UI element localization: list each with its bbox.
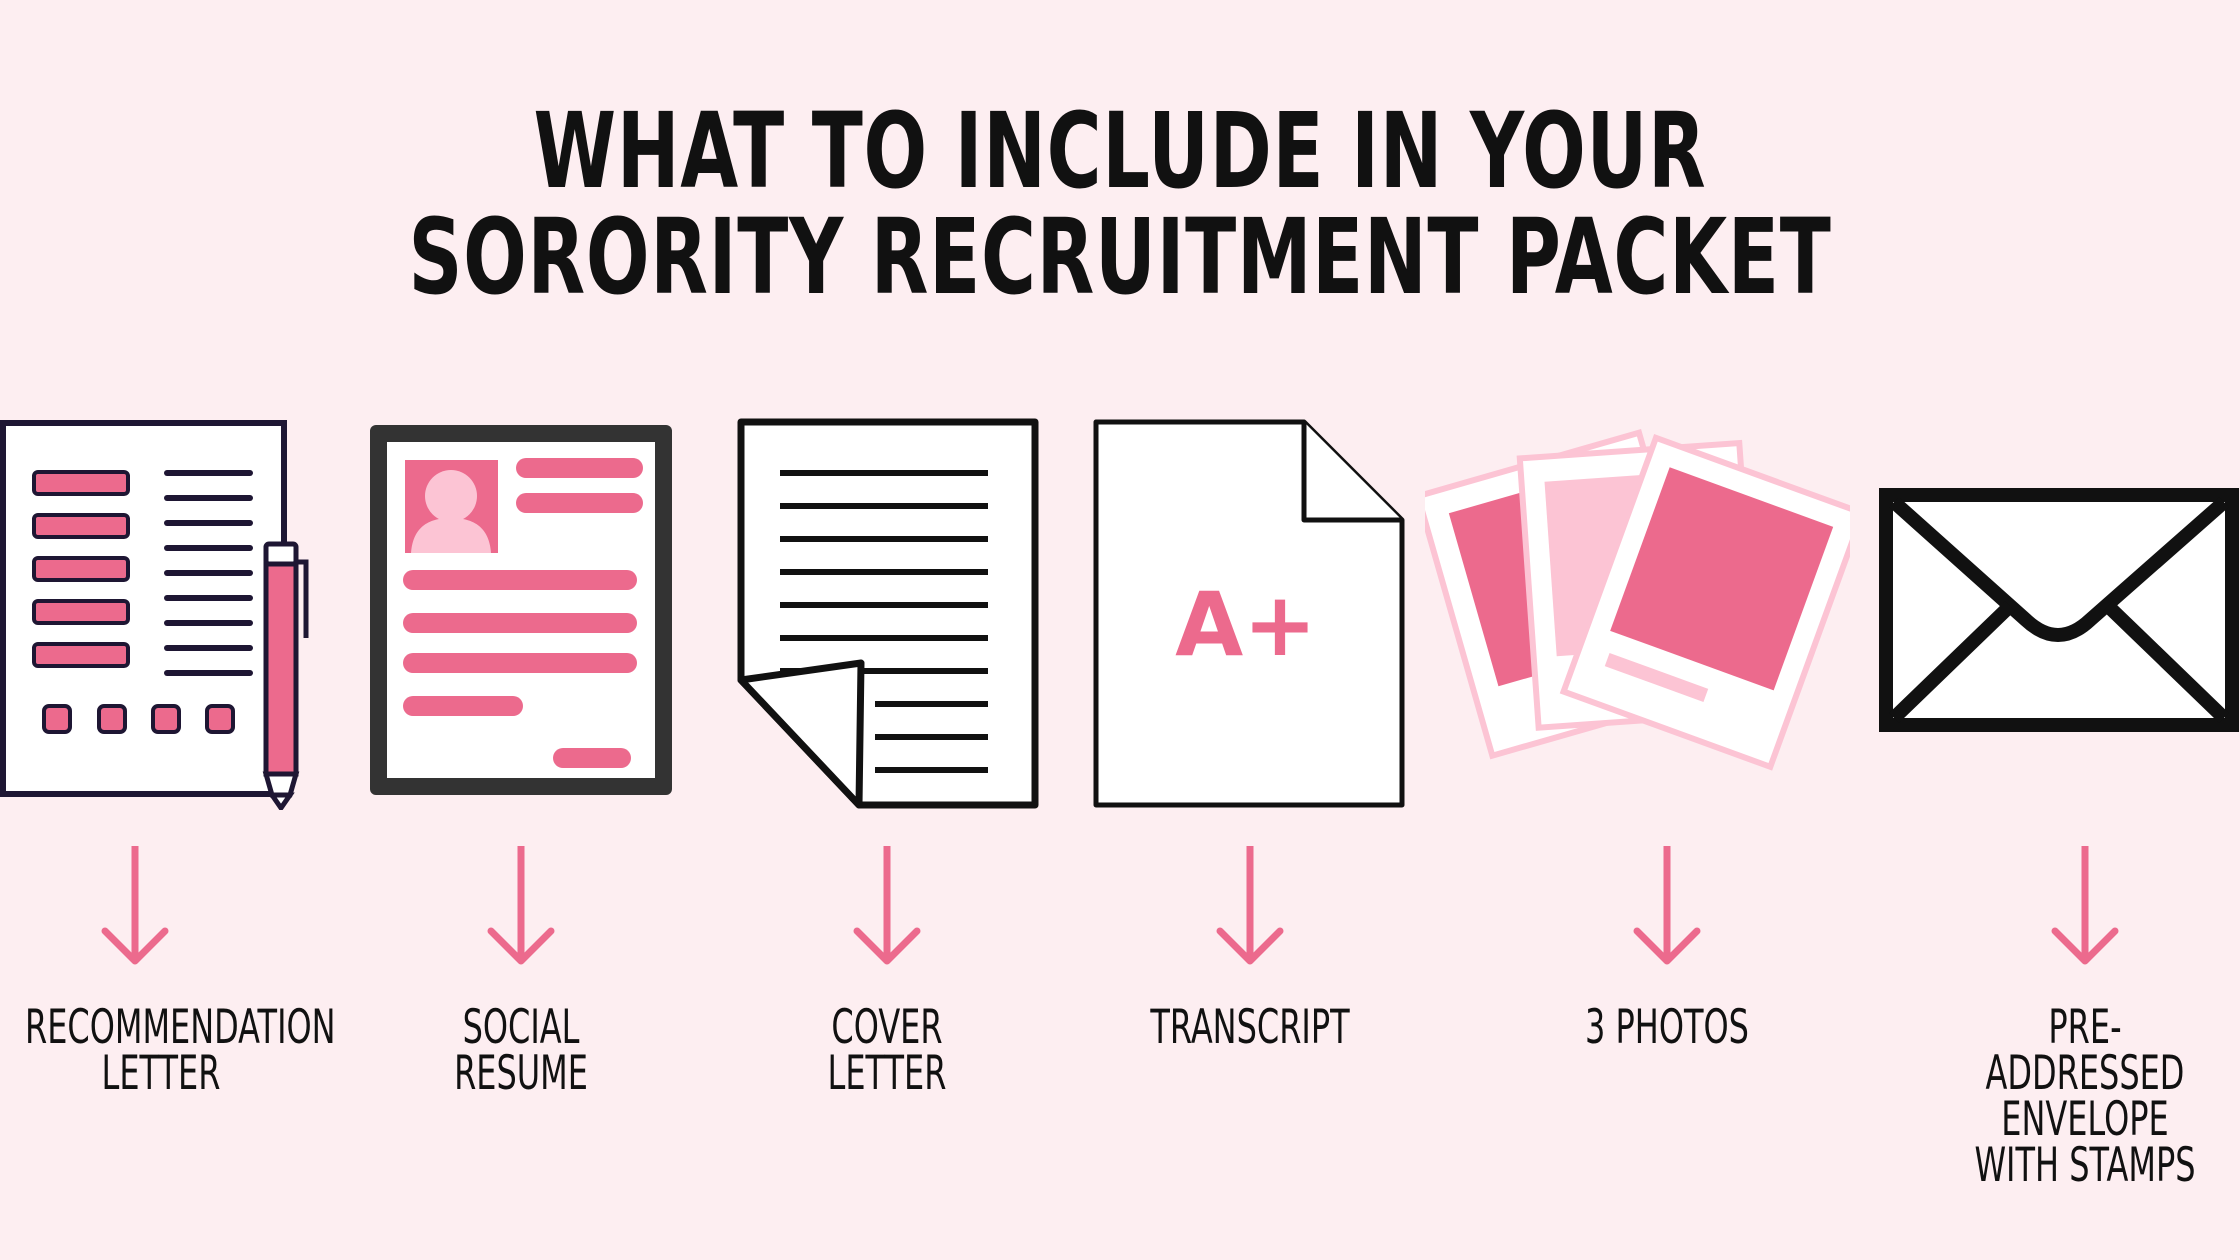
envelope-icon	[1879, 488, 2239, 732]
arrow-down-icon	[101, 846, 169, 965]
cover-letter-icon	[737, 418, 1039, 809]
label-line: COVER	[831, 1000, 943, 1055]
transcript-grade: A+	[1175, 573, 1317, 676]
label-line: RESUME	[454, 1046, 588, 1101]
label-transcript: TRANSCRIPT	[1114, 1000, 1386, 1055]
social-resume-icon	[370, 425, 672, 795]
arrow-down-icon	[1216, 846, 1284, 965]
title-line-2: SORORITY RECRUITMENT PACKET	[408, 196, 1832, 318]
label-line: ADDRESSED	[1985, 1046, 2185, 1101]
label-line: RECOMMENDATION	[25, 1000, 336, 1055]
recommendation-letter-icon	[0, 420, 309, 810]
label-3-photos: 3 PHOTOS	[1531, 1000, 1803, 1055]
label-cover-letter: COVER LETTER	[751, 1000, 1023, 1101]
label-line: 3 PHOTOS	[1585, 1000, 1749, 1055]
label-line: LETTER	[101, 1046, 221, 1101]
label-social-resume: SOCIAL RESUME	[385, 1000, 657, 1101]
arrow-down-icon	[1633, 846, 1701, 965]
arrow-down-icon	[487, 846, 555, 965]
label-recommendation-letter: RECOMMENDATION LETTER	[25, 1000, 336, 1101]
label-envelope: PRE- ADDRESSED ENVELOPE WITH STAMPS	[1949, 1000, 2221, 1193]
arrow-down-icon	[853, 846, 921, 965]
transcript-icon: A+	[1093, 419, 1405, 808]
label-line: LETTER	[827, 1046, 947, 1101]
page-title: WHAT TO INCLUDE IN YOUR SORORITY RECRUIT…	[314, 98, 1927, 310]
label-line: WITH STAMPS	[1974, 1138, 2196, 1193]
label-line: ENVELOPE	[2001, 1092, 2169, 1147]
title-line-1: WHAT TO INCLUDE IN YOUR	[533, 90, 1707, 212]
label-line: PRE-	[2048, 1000, 2122, 1055]
photos-icon	[1425, 429, 1850, 771]
label-line: SOCIAL	[462, 1000, 580, 1055]
arrow-down-icon	[2051, 846, 2119, 965]
label-line: TRANSCRIPT	[1150, 1000, 1350, 1055]
